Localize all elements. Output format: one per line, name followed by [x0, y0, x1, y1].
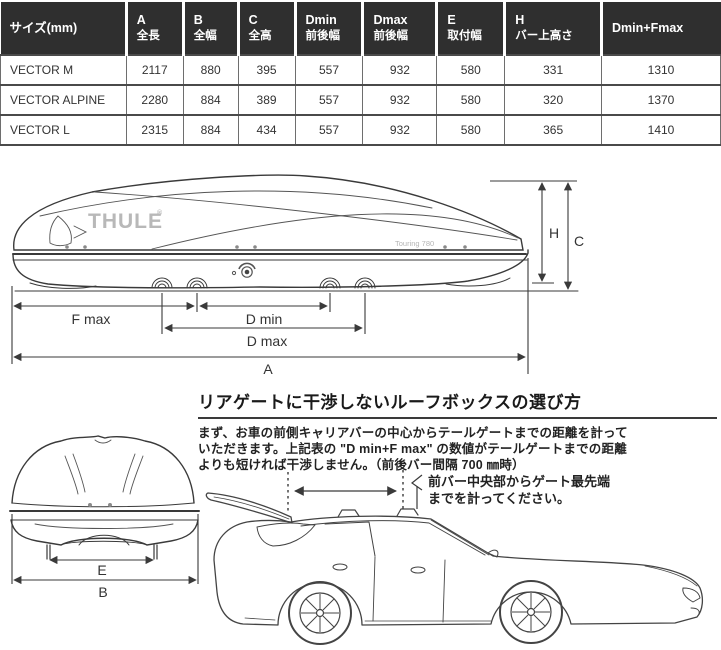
dim-label-e: E — [97, 562, 106, 578]
header-b-letter: B — [193, 13, 203, 27]
header-h-sub: バー上高さ — [515, 30, 573, 42]
header-c-sub: 全高 — [248, 30, 272, 42]
header-dmin-letter: Dmin — [305, 13, 337, 27]
cell-value: 884 — [182, 114, 239, 146]
cell-value: 331 — [504, 54, 603, 86]
table-row-vector-alpine: VECTOR ALPINE 2280 884 389 557 932 580 3… — [0, 84, 721, 116]
header-dmax-sub: 前後幅 — [373, 30, 408, 42]
table-row-vector-l: VECTOR L 2315 884 434 557 932 580 365 14… — [0, 114, 721, 146]
cell-value: 1410 — [601, 114, 721, 146]
car-wheels — [288, 580, 563, 645]
header-c-letter: C — [248, 13, 258, 27]
header-a-sub: 全長 — [136, 30, 160, 42]
car-measurement-diagram — [205, 470, 704, 645]
cell-value: 557 — [294, 84, 364, 116]
cell-value: 434 — [237, 114, 296, 146]
header-a-letter: A — [136, 13, 146, 27]
cell-value: 1310 — [601, 54, 721, 86]
cell-value: 365 — [504, 114, 603, 146]
cell-value: 320 — [504, 84, 603, 116]
guide-body-line: よりも短ければ干渉しません。（前後バー間隔 700 ㎜時） — [198, 458, 525, 472]
size-spec-table: サイズ(mm) A 全長 B 全幅 C 全高 Dmin 前後幅 Dmax 前後幅 E 取付幅… — [0, 2, 721, 146]
guide-body-line: いただきます。上記表の "D min+F max" の数値がテールゲートまでの距… — [198, 442, 627, 456]
cell-value: 1370 — [601, 84, 721, 116]
header-h-letter: H — [515, 13, 525, 27]
header-h: H バー上高さ — [503, 2, 602, 55]
cell-value: 557 — [294, 54, 364, 86]
row-name: VECTOR ALPINE — [0, 84, 127, 116]
car-measurement-guides — [287, 470, 423, 514]
dim-label-h: H — [549, 225, 559, 241]
cell-value: 932 — [362, 114, 438, 146]
cell-value: 580 — [436, 114, 506, 146]
car-outline — [205, 492, 704, 626]
header-e-letter: E — [447, 13, 456, 27]
cell-value: 580 — [436, 84, 506, 116]
header-dmin: Dmin 前後幅 — [293, 2, 363, 55]
header-b-sub: 全幅 — [193, 30, 217, 42]
header-dmax: Dmax 前後幅 — [361, 2, 437, 55]
measurement-callout: 前バー中央部からゲート最先端 までを計ってください。 — [428, 473, 708, 507]
lock-icon — [231, 262, 256, 278]
header-size-label: サイズ(mm) — [9, 21, 78, 35]
header-e-sub: 取付幅 — [447, 30, 482, 42]
cell-value: 557 — [294, 114, 364, 146]
roofbox-side-view-diagram: THULE ® Touring 780 F max D min D max A … — [11, 174, 584, 377]
dim-label-c: C — [574, 233, 584, 249]
row-name: VECTOR L — [0, 114, 127, 146]
front-dimension-lines — [11, 514, 199, 585]
gate-clearance-guide: リアゲートに干渉しないルーフボックスの選び方 まず、お車の前側キャリアバーの中心… — [198, 388, 717, 473]
header-e: E 取付幅 — [435, 2, 505, 55]
dim-label-dmin: D min — [246, 311, 283, 327]
cell-value: 2315 — [125, 114, 184, 146]
cell-value: 580 — [436, 54, 506, 86]
roofbox-rivets — [65, 245, 467, 249]
roofbox-front-rivets — [88, 503, 112, 507]
header-dmin-sub: 前後幅 — [305, 30, 341, 42]
cell-value: 932 — [362, 54, 438, 86]
roofbox-side-outline — [12, 174, 579, 292]
header-dmax-letter: Dmax — [373, 13, 408, 27]
callout-line: 前バー中央部からゲート最先端 — [428, 474, 611, 489]
dim-label-dmax: D max — [247, 333, 287, 349]
cell-value: 880 — [182, 54, 239, 86]
table-row-vector-m: VECTOR M 2117 880 395 557 932 580 331 13… — [0, 54, 721, 86]
roofbox-front-view-diagram: E B — [9, 435, 200, 600]
guide-heading: リアゲートに干渉しないルーフボックスの選び方 — [198, 388, 717, 419]
cell-value: 389 — [237, 84, 296, 116]
dim-label-a: A — [263, 361, 273, 377]
header-dminfmax: Dmin+Fmax — [600, 2, 721, 55]
row-name: VECTOR M — [0, 54, 127, 86]
dim-label-fmax: F max — [72, 311, 111, 327]
header-b: B 全幅 — [181, 2, 239, 55]
roofbox-front-outline — [9, 435, 200, 560]
cell-value: 884 — [182, 84, 239, 116]
rear-wheel — [288, 581, 352, 645]
cell-value: 2280 — [125, 84, 184, 116]
dimension-lines — [11, 180, 577, 374]
model-label: Touring 780 — [395, 239, 434, 248]
dim-label-b: B — [98, 584, 107, 600]
header-c: C 全高 — [236, 2, 296, 55]
front-wheel — [499, 580, 563, 644]
header-size: サイズ(mm) — [0, 2, 127, 55]
cell-value: 395 — [237, 54, 296, 86]
callout-line: までを計ってください。 — [428, 491, 570, 506]
thule-logo-mark: ® — [157, 209, 163, 217]
header-dminfmax-letter: Dmin+Fmax — [612, 21, 684, 35]
header-a: A 全長 — [124, 2, 184, 55]
guide-body-line: まず、お車の前側キャリアバーの中心からテールゲートまでの距離を計って — [198, 426, 628, 440]
table-header-row: サイズ(mm) A 全長 B 全幅 C 全高 Dmin 前後幅 Dmax 前後幅 E 取付幅… — [0, 2, 721, 55]
cell-value: 2117 — [125, 54, 184, 86]
thule-logo: THULE — [88, 210, 163, 233]
cell-value: 932 — [362, 84, 438, 116]
